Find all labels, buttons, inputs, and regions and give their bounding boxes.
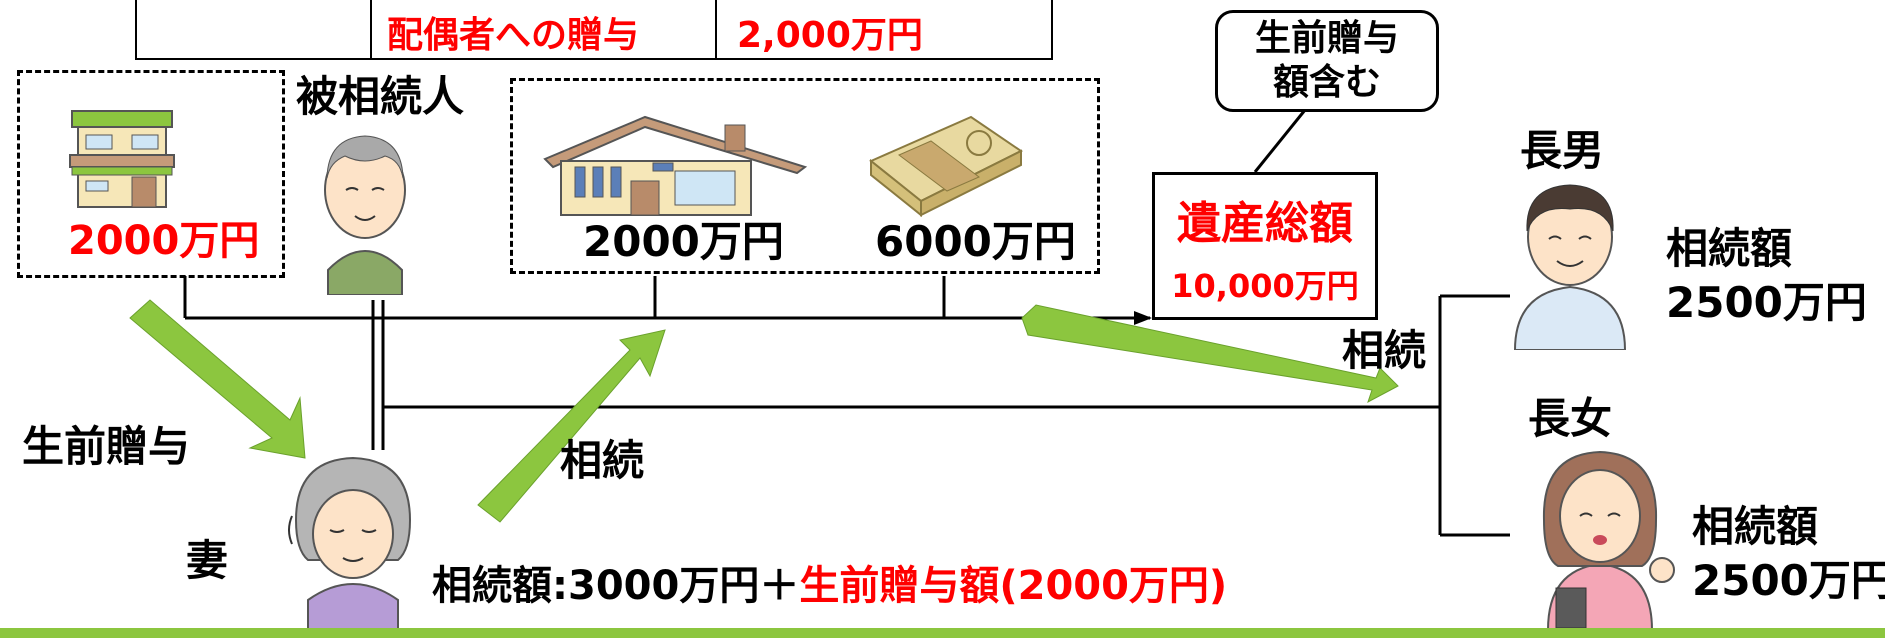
- son-label: 長男: [1520, 126, 1605, 175]
- decedent-label: 被相続人: [296, 72, 465, 121]
- son-amount: 2500万円: [1666, 278, 1867, 327]
- callout-line2: 額含む: [1272, 62, 1381, 103]
- estate-arrowhead: [1134, 311, 1152, 325]
- estate-total-box: 遺産総額 10,000万円: [1152, 172, 1378, 320]
- inherit-label-center: 相続: [560, 436, 645, 485]
- spousal-gift-label: 配偶者への贈与: [387, 15, 640, 56]
- elderly-woman-icon: [288, 456, 412, 630]
- inheritance-arrow-to-children: [1021, 304, 1399, 404]
- daughter-label: 長女: [1528, 394, 1613, 443]
- lifetime-gift-arrow: [129, 299, 306, 459]
- gift-house-value: 2000万円: [68, 218, 260, 264]
- inherited-assets-box: 2000万円 6000万円: [510, 78, 1100, 274]
- gift-house-box: 2000万円: [17, 70, 285, 278]
- spousal-gift-table: 配偶者への贈与 2,000万円: [135, 0, 1053, 60]
- son-icon: [1513, 184, 1627, 350]
- table-divider: [715, 0, 717, 58]
- wife-amount-prefix: 相続額:3000万円＋: [432, 563, 800, 609]
- callout-line1: 生前贈与: [1254, 18, 1399, 59]
- son-amount-title: 相続額: [1666, 224, 1793, 273]
- elderly-man-icon: [324, 135, 406, 295]
- gift-included-callout: 生前贈与 額含む: [1215, 10, 1439, 112]
- large-house-icon: [543, 115, 808, 216]
- house-icon: [69, 110, 175, 208]
- callout-pointer: [1253, 109, 1307, 173]
- table-divider: [370, 0, 372, 58]
- cash-value: 6000万円: [875, 217, 1076, 266]
- wife-label: 妻: [186, 536, 229, 585]
- daughter-amount: 2500万円: [1692, 556, 1885, 605]
- money-bundle-icon: [869, 115, 1023, 218]
- bottom-accent-bar: [0, 628, 1885, 638]
- inheritance-arrow-to-wife: [477, 329, 666, 523]
- lifetime-gift-label: 生前贈与: [22, 422, 191, 471]
- home-value: 2000万円: [583, 217, 784, 266]
- estate-value: 10,000万円: [1171, 267, 1359, 305]
- daughter-icon: [1542, 450, 1675, 630]
- wife-amount-gift: 生前贈与額(2000万円): [799, 563, 1228, 609]
- daughter-amount-title: 相続額: [1692, 502, 1819, 551]
- wife-amount: 相続額:3000万円＋生前贈与額(2000万円): [432, 566, 1227, 606]
- spousal-gift-value: 2,000万円: [737, 15, 923, 56]
- inherit-label-right: 相続: [1342, 326, 1427, 375]
- estate-title: 遺産総額: [1177, 198, 1353, 249]
